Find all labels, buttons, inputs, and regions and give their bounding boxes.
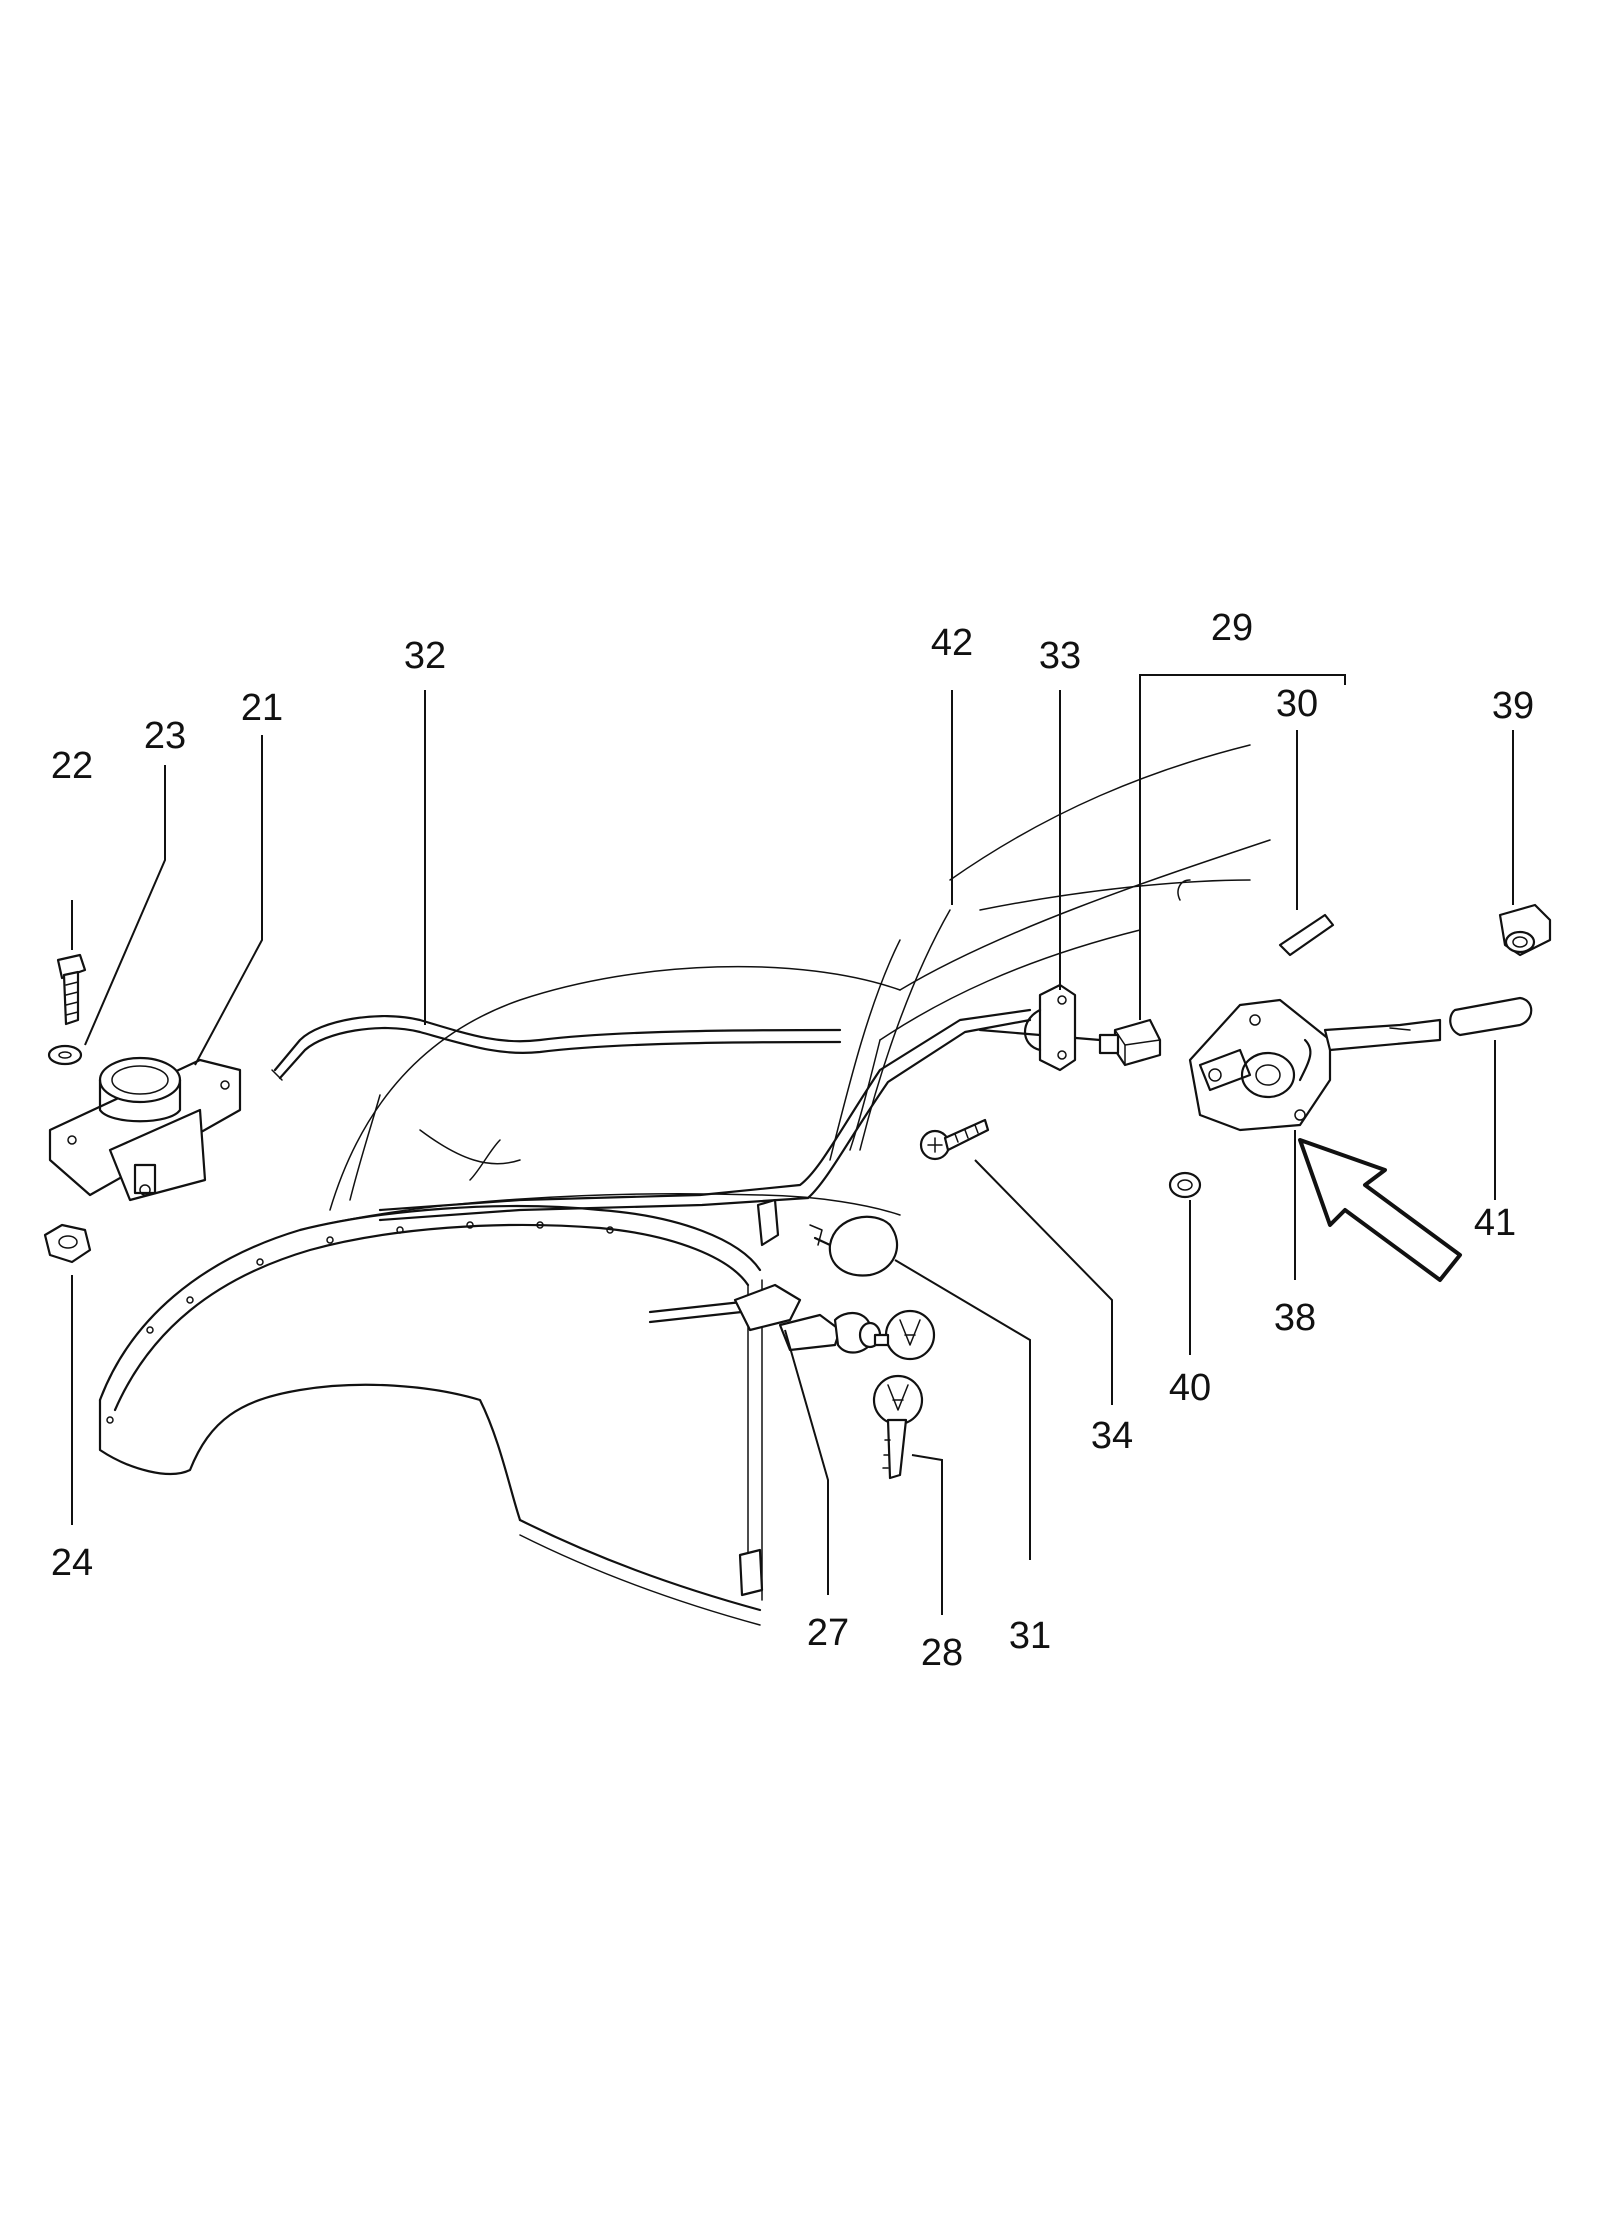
car-body-outline [98, 744, 1271, 1626]
label-29: 29 [1211, 607, 1253, 649]
grommet-40 [1168, 1171, 1202, 1199]
screw-34 [919, 1118, 990, 1161]
bushing-39 [1498, 903, 1552, 957]
cap-41 [1449, 996, 1533, 1037]
lock-plate-38 [1188, 998, 1442, 1132]
part-labels: 21 22 23 24 27 28 29 30 31 32 33 34 38 3… [51, 607, 1534, 1674]
bolt-22 [56, 953, 87, 1026]
label-31: 31 [1009, 1615, 1051, 1657]
label-38: 38 [1274, 1297, 1316, 1339]
clamp-33 [1024, 983, 1077, 1072]
label-27: 27 [807, 1612, 849, 1654]
cable-32 [271, 1014, 1102, 1081]
label-23: 23 [144, 715, 186, 757]
label-28: 28 [921, 1632, 963, 1674]
washer-23 [47, 1044, 83, 1066]
label-32: 32 [404, 635, 446, 677]
label-40: 40 [1169, 1367, 1211, 1409]
label-34: 34 [1091, 1415, 1133, 1457]
label-24: 24 [51, 1542, 93, 1584]
pin-30 [1278, 913, 1335, 957]
label-21: 21 [241, 687, 283, 729]
label-22: 22 [51, 745, 93, 787]
direction-arrow [1298, 1138, 1462, 1282]
label-41: 41 [1474, 1202, 1516, 1244]
leader-lines [71, 674, 1514, 1615]
label-30: 30 [1276, 683, 1318, 725]
cable-clip-29 [1098, 1018, 1162, 1067]
label-39: 39 [1492, 685, 1534, 727]
nut-24 [43, 1223, 92, 1264]
hood-lock-21 [48, 1056, 242, 1202]
lock-cylinder-27 [648, 1283, 882, 1354]
keys-28 [872, 1309, 936, 1480]
knob-31 [809, 1215, 899, 1277]
label-33: 33 [1039, 635, 1081, 677]
label-42: 42 [931, 622, 973, 664]
